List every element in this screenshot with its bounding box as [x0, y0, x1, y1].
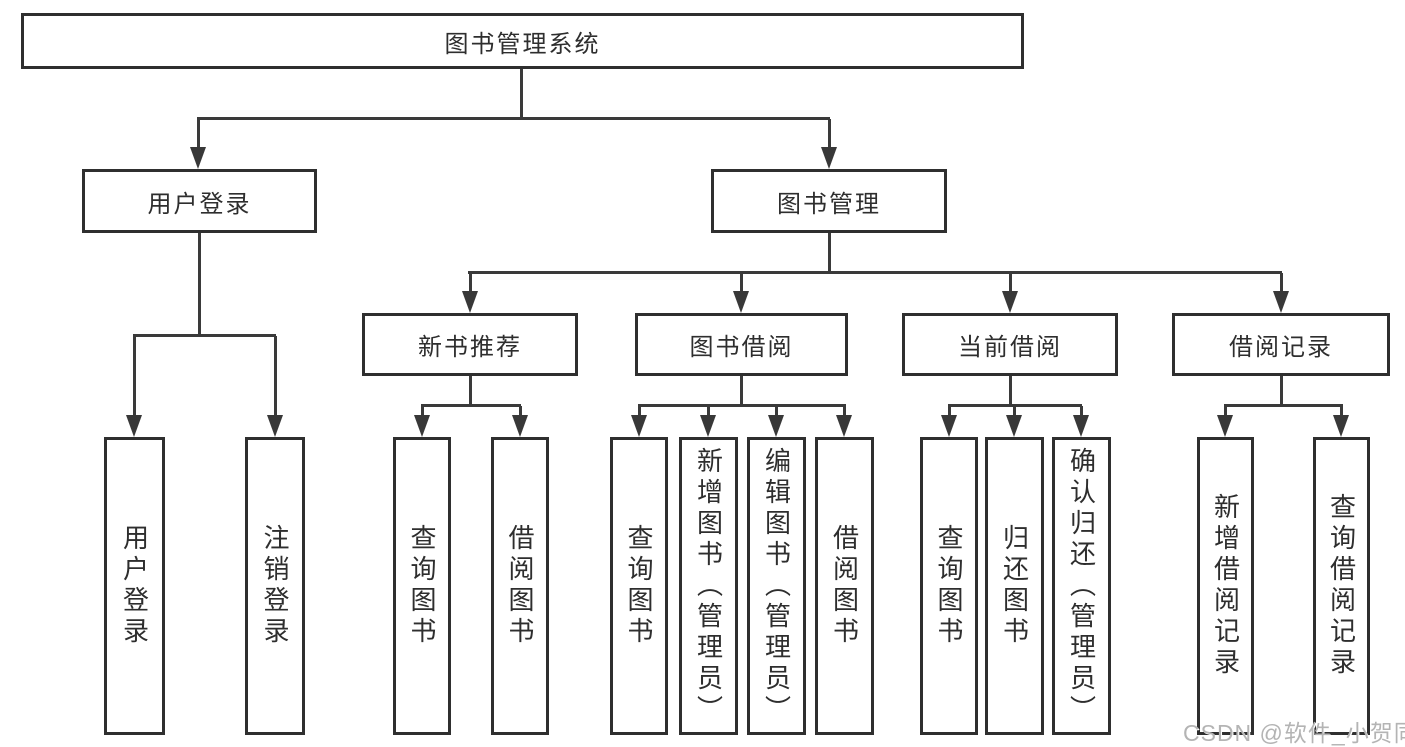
arrow-down-icon — [414, 415, 430, 437]
connector-line — [197, 117, 830, 120]
node-current-borrow: 当前借阅 — [902, 313, 1118, 376]
leaf-user-login: 用户登录 — [104, 437, 165, 735]
connector-line — [197, 119, 200, 147]
connector-line — [948, 406, 951, 415]
node-book-borrow: 图书借阅 — [635, 313, 848, 376]
arrow-down-icon — [126, 415, 142, 437]
connector-line — [638, 406, 641, 415]
connector-line — [638, 404, 846, 407]
arrow-down-icon — [267, 415, 283, 437]
connector-line — [421, 404, 521, 407]
leaf-newbook-query: 查询图书 — [393, 437, 451, 735]
arrow-down-icon — [1073, 415, 1089, 437]
connector-line — [740, 273, 743, 291]
connector-line — [1009, 376, 1012, 407]
connector-line — [469, 376, 472, 407]
leaf-newbook-borrow: 借阅图书 — [491, 437, 549, 735]
arrow-down-icon — [836, 415, 852, 437]
arrow-down-icon — [190, 147, 206, 169]
watermark-text: CSDN @软件_小贺同学 — [1183, 720, 1405, 746]
connector-line — [948, 404, 1082, 407]
leaf-borrow-edit-admin: 编辑图书（管理员） — [747, 437, 806, 735]
node-user-login: 用户登录 — [82, 169, 317, 233]
connector-line — [1224, 406, 1227, 415]
connector-line — [468, 271, 1282, 274]
arrow-down-icon — [462, 291, 478, 313]
leaf-logout: 注销登录 — [245, 437, 305, 735]
connector-line — [520, 69, 523, 120]
connector-line — [469, 273, 472, 291]
arrow-down-icon — [1333, 415, 1349, 437]
arrow-down-icon — [700, 415, 716, 437]
connector-line — [828, 119, 831, 147]
arrow-down-icon — [733, 291, 749, 313]
connector-line — [707, 406, 710, 415]
leaf-current-query: 查询图书 — [920, 437, 978, 735]
arrow-down-icon — [821, 147, 837, 169]
leaf-records-query: 查询借阅记录 — [1313, 437, 1370, 735]
arrow-down-icon — [768, 415, 784, 437]
connector-line — [1280, 376, 1283, 407]
node-new-book-recommend: 新书推荐 — [362, 313, 578, 376]
connector-line — [1009, 273, 1012, 291]
connector-line — [828, 233, 831, 274]
leaf-current-return: 归还图书 — [985, 437, 1044, 735]
connector-line — [421, 406, 424, 415]
leaf-borrow-add-admin: 新增图书（管理员） — [679, 437, 738, 735]
arrow-down-icon — [1217, 415, 1233, 437]
node-book-management: 图书管理 — [711, 169, 947, 233]
connector-line — [1013, 406, 1016, 415]
node-borrow-records: 借阅记录 — [1172, 313, 1390, 376]
leaf-current-confirm-admin: 确认归还（管理员） — [1052, 437, 1111, 735]
arrow-down-icon — [1006, 415, 1022, 437]
arrow-down-icon — [941, 415, 957, 437]
connector-line — [775, 406, 778, 415]
connector-line — [1080, 406, 1083, 415]
connector-line — [519, 406, 522, 415]
connector-line — [133, 334, 276, 337]
leaf-borrow-query: 查询图书 — [610, 437, 668, 735]
leaf-borrow-borrow: 借阅图书 — [815, 437, 874, 735]
arrow-down-icon — [1273, 291, 1289, 313]
arrow-down-icon — [631, 415, 647, 437]
connector-line — [843, 406, 846, 415]
connector-line — [1280, 273, 1283, 291]
connector-line — [1340, 406, 1343, 415]
connector-line — [133, 336, 136, 415]
connector-line — [274, 336, 277, 415]
arrow-down-icon — [512, 415, 528, 437]
connector-line — [198, 233, 201, 337]
connector-line — [1224, 404, 1343, 407]
connector-line — [740, 376, 743, 407]
leaf-records-add: 新增借阅记录 — [1197, 437, 1254, 735]
node-root: 图书管理系统 — [21, 13, 1024, 69]
arrow-down-icon — [1002, 291, 1018, 313]
